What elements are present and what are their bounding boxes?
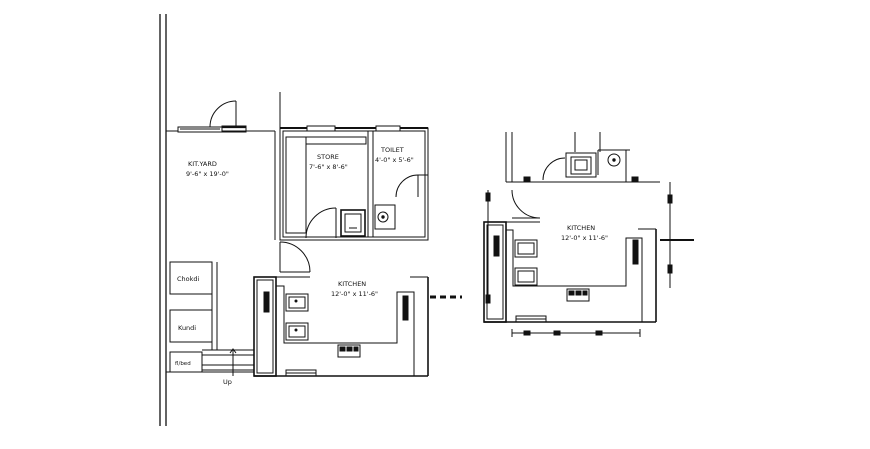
kundi-label: Kundi	[178, 324, 196, 332]
toilet-label: TOILET	[380, 146, 404, 154]
toilet-dim: 4'-0" x 5'-6"	[375, 156, 414, 164]
chokdi-label: Chokdi	[177, 275, 200, 283]
left-floor-plan	[159, 14, 462, 426]
kit-yard-dim: 9'-6" x 19'-0"	[186, 170, 229, 178]
kitchen-dim-right: 12'-0" x 11'-6"	[561, 234, 608, 242]
right-floor-plan	[483, 132, 694, 337]
up-label: Up	[223, 378, 232, 386]
flbed-label: fl/bed	[175, 361, 191, 367]
kit-yard-label: KIT.YARD	[188, 160, 217, 168]
store-label: STORE	[317, 153, 339, 161]
kitchen-label-right: KITCHEN	[567, 224, 595, 232]
kitchen-dim-left: 12'-0" x 11'-6"	[331, 290, 378, 298]
kitchen-label-left: KITCHEN	[338, 280, 366, 288]
store-dim: 7'-6" x 8'-6"	[309, 163, 348, 171]
